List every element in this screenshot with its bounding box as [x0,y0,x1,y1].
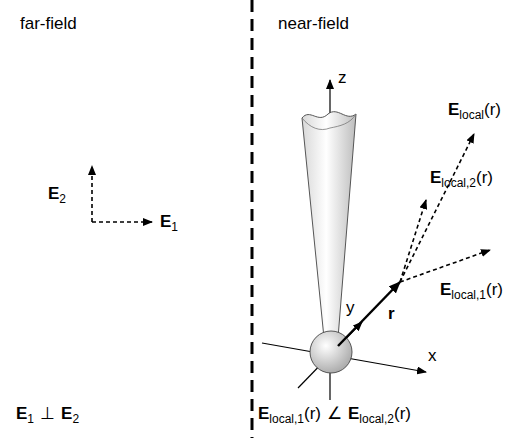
vector-arrow [91,166,93,222]
vector-symbol: E [48,184,59,203]
vector-symbol: E [348,404,359,423]
label-group: y [346,298,355,318]
vector-symbol: E [16,404,27,423]
vector-argument: (r) [394,404,411,423]
vector-argument: (r) [476,168,493,187]
tip-rim [302,114,356,130]
vector-subscript: 1 [27,412,34,426]
vector-subscript: 2 [59,192,66,206]
field-label: near-field [278,14,349,33]
vector-subscript: local,1 [451,288,486,302]
vector-arrow [92,221,152,223]
vector-arrow [400,200,426,282]
relation-symbol: ∠ [327,404,342,423]
vector-symbol: E [160,212,171,231]
vector-argument: (r) [486,280,503,299]
label-group: x [428,346,437,366]
vector-subscript: local,1 [269,412,304,426]
vector-subscript: 1 [171,220,178,234]
vector-symbol: E [430,168,441,187]
label-group: z [338,68,347,88]
vector-subscript: local,2 [359,412,394,426]
vector-symbol: E [258,404,269,423]
label-group: Elocal,2(r) [430,168,493,193]
label-group: E1⊥E2 [16,404,79,429]
vector-arrow [400,250,490,282]
vector-argument: (r) [484,100,501,119]
axis-label: x [428,346,437,365]
label-group: far-field [20,14,77,34]
label-group: Elocal(r) [448,100,501,125]
vector-subscript: 2 [72,412,79,426]
vector-symbol: E [440,280,451,299]
label-group: E2 [48,184,66,209]
vector-argument: (r) [304,404,321,423]
position-vector [338,282,400,346]
relation-symbol: ⊥ [40,404,55,423]
vector-subscript: local [459,108,484,122]
label-group: E1 [160,212,178,237]
divider-line [251,0,254,438]
label-group: r [388,304,395,324]
label-group: Elocal,1(r)∠Elocal,2(r) [258,404,411,429]
label-group: Elocal,1(r) [440,280,503,305]
vector-symbol: E [448,100,459,119]
label-group: near-field [278,14,349,34]
field-label: far-field [20,14,77,33]
vector-symbol: r [388,304,395,323]
probe-tip [302,112,356,338]
axis-label: y [346,298,355,317]
vector-subscript: local,2 [441,176,476,190]
axis-label: z [338,68,347,87]
vector-symbol: E [61,404,72,423]
